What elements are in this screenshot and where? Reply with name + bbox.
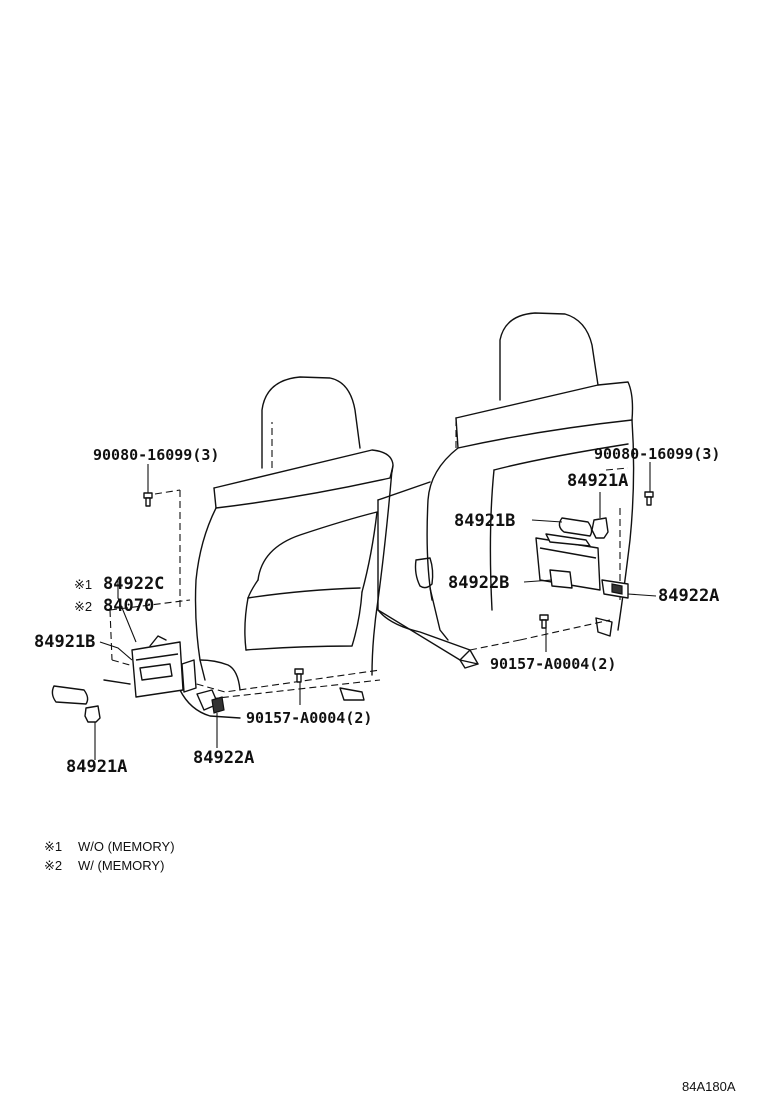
note-2-mark: ※2 <box>44 858 62 873</box>
label-left-84070: 84070 <box>103 596 154 616</box>
label-right-84922a: 84922A <box>658 586 719 606</box>
right-screw-bottom <box>539 614 549 629</box>
left-knob-84921a <box>84 705 101 723</box>
right-seat-drawing <box>377 312 635 669</box>
label-left-84922a: 84922A <box>193 748 254 768</box>
label-left-screw-bottom: 90157-A0004(2) <box>246 709 372 727</box>
right-screw-top <box>644 491 654 506</box>
leader-right-84922a <box>627 593 657 597</box>
label-right-84921b: 84921B <box>454 511 515 531</box>
leader-left-84922c <box>117 580 137 643</box>
left-screw-top <box>143 492 153 507</box>
label-right-84922b: 84922B <box>448 573 509 593</box>
left-screw-bottom <box>294 668 304 683</box>
label-right-84921a: 84921A <box>567 471 628 491</box>
note-1-mark: ※1 <box>44 839 62 854</box>
label-left-84922c: 84922C <box>103 574 164 594</box>
label-left-screw-top: 90080-16099(3) <box>93 446 219 464</box>
label-left-mark1: ※1 <box>74 577 92 592</box>
leader-left-84921b <box>99 641 133 661</box>
note-2-text: W/ (MEMORY) <box>78 858 164 873</box>
leader-right-84921b <box>531 519 563 523</box>
right-switch-84922a <box>601 579 629 599</box>
label-left-84921b: 84921B <box>34 632 95 652</box>
label-right-screw-top: 90080-16099(3) <box>594 445 720 463</box>
leader-right-84922b <box>523 579 553 583</box>
label-right-screw-bottom: 90157-A0004(2) <box>490 655 616 673</box>
left-knob-84921b <box>51 685 89 705</box>
label-left-84921a: 84921A <box>66 757 127 777</box>
right-knob-84921b <box>558 517 593 537</box>
right-switch-assembly <box>535 533 601 591</box>
left-switch-84922a <box>196 689 225 714</box>
right-knob-84921a <box>591 517 609 539</box>
label-left-mark2: ※2 <box>74 599 92 614</box>
left-switch-assembly <box>131 635 197 698</box>
figure-code: 84A180A <box>682 1079 736 1094</box>
note-1-text: W/O (MEMORY) <box>78 839 175 854</box>
